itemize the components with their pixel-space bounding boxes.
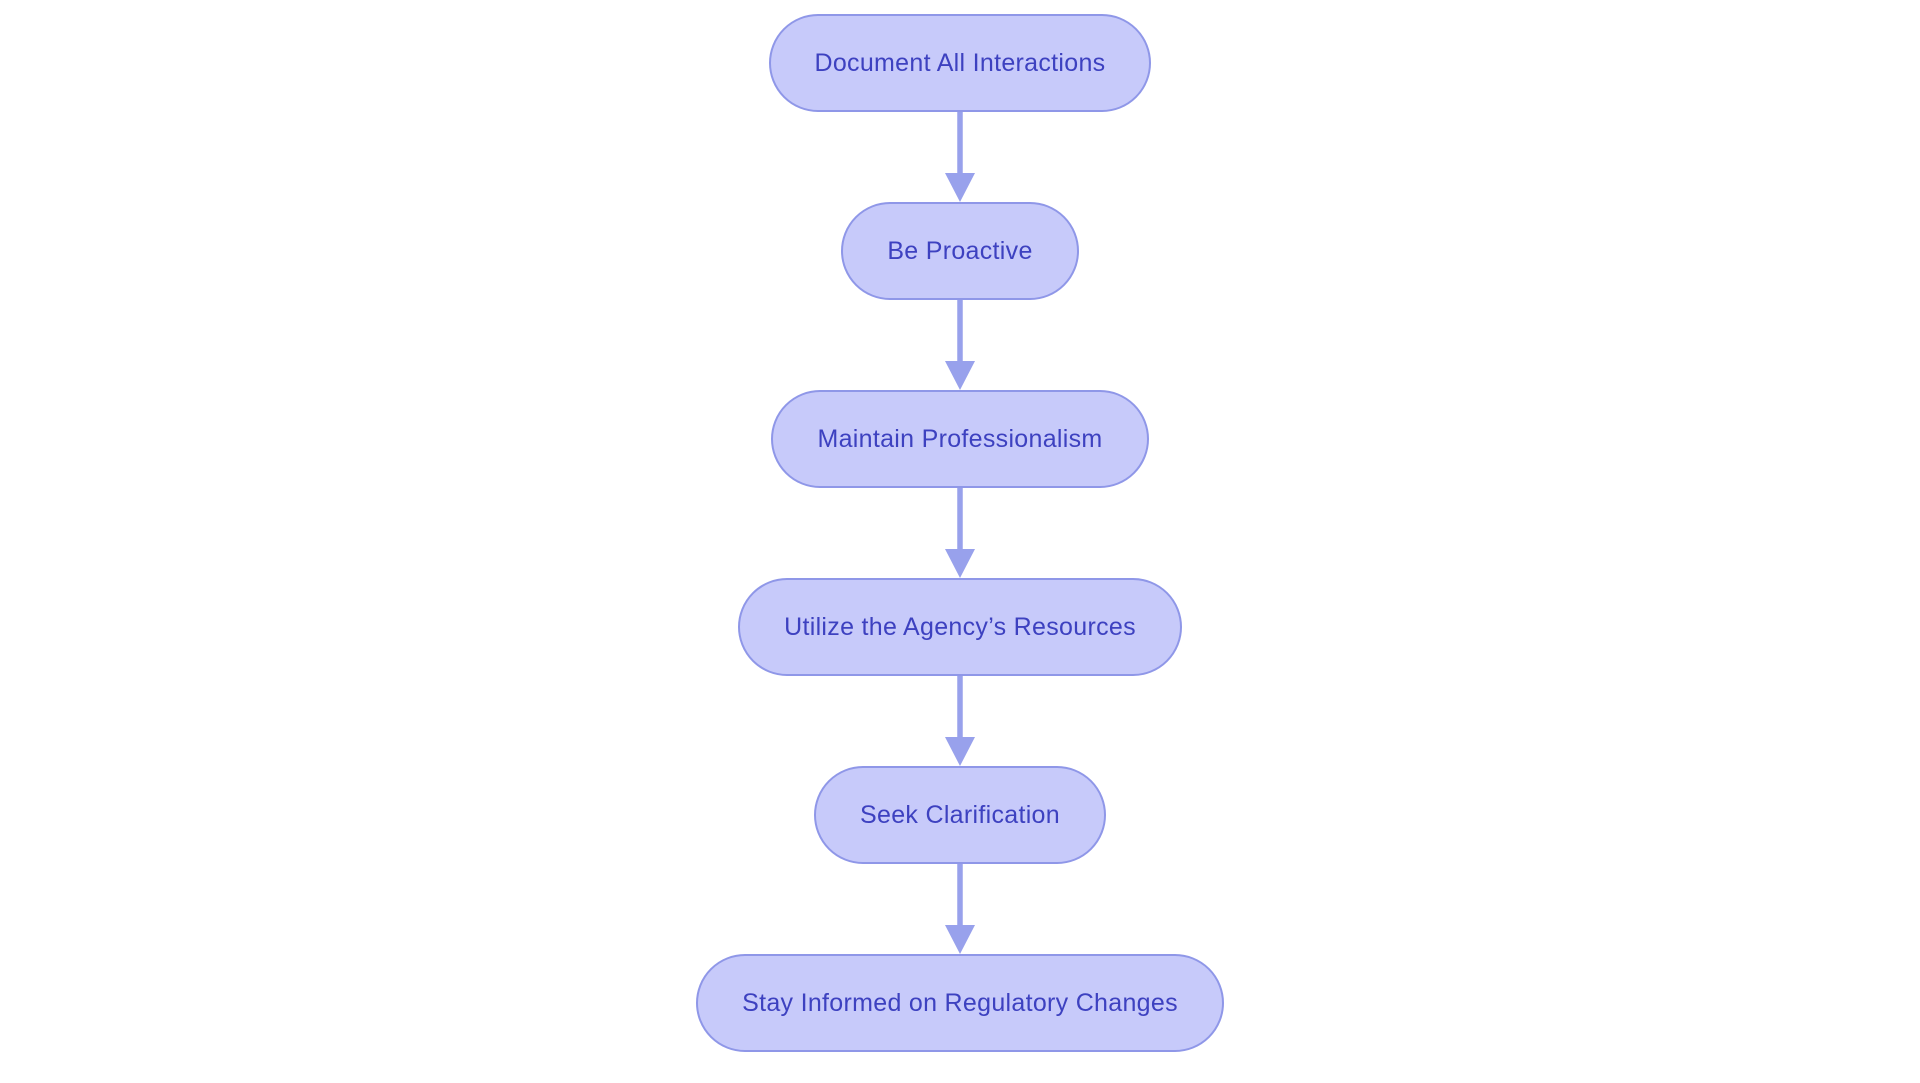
flow-node-label: Stay Informed on Regulatory Changes	[742, 988, 1178, 1017]
flow-node-seek-clarification: Seek Clarification	[814, 766, 1106, 864]
arrow-down-icon	[945, 864, 975, 954]
flow-node-maintain-professionalism: Maintain Professionalism	[771, 390, 1149, 488]
flow-node-utilize-agency-resources: Utilize the Agency’s Resources	[738, 578, 1182, 676]
flow-node-label: Be Proactive	[887, 236, 1033, 265]
flow-node-label: Utilize the Agency’s Resources	[784, 612, 1136, 641]
flow-node-stay-informed-regulatory-changes: Stay Informed on Regulatory Changes	[696, 954, 1224, 1052]
arrow-down-icon	[945, 112, 975, 202]
arrow-down-icon	[945, 488, 975, 578]
flow-node-document-all-interactions: Document All Interactions	[768, 14, 1152, 112]
flow-node-be-proactive: Be Proactive	[841, 202, 1079, 300]
flow-node-label: Document All Interactions	[814, 48, 1106, 77]
flow-node-label: Seek Clarification	[860, 800, 1060, 829]
flow-node-label: Maintain Professionalism	[817, 424, 1103, 453]
arrow-down-icon	[945, 300, 975, 390]
arrow-down-icon	[945, 676, 975, 766]
